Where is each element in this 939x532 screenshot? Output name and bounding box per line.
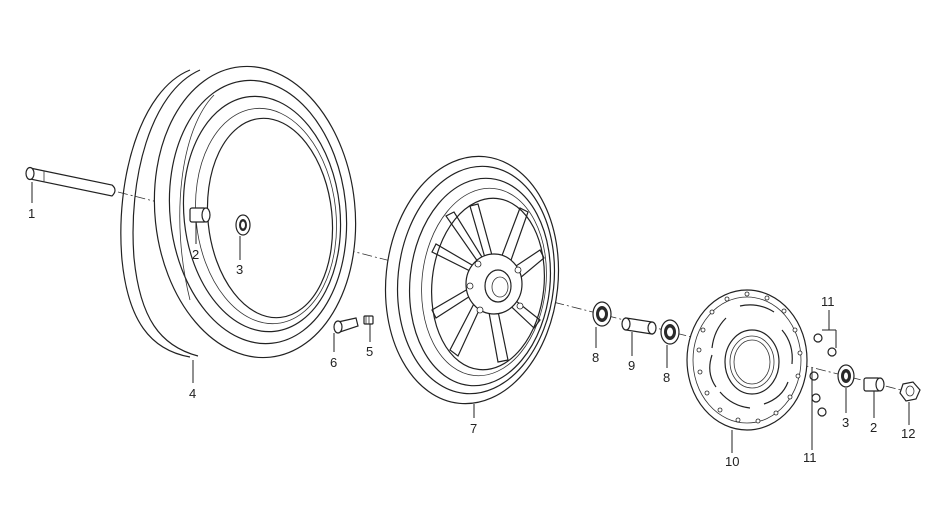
callout-5: 5 — [366, 344, 373, 359]
disc-bolts-part — [809, 333, 837, 417]
brake-disc-part — [686, 289, 808, 431]
callout-7: 7 — [470, 421, 477, 436]
callout-2-left: 2 — [192, 247, 199, 262]
spacer-tube-part — [621, 317, 657, 335]
callout-labels: 1 2 3 4 5 6 7 8 9 8 10 11 11 3 2 12 — [28, 206, 915, 469]
callout-11-top: 11 — [821, 294, 835, 309]
valve-part — [333, 317, 359, 334]
callout-10: 10 — [725, 454, 739, 469]
axle-nut-part — [899, 381, 921, 402]
spacer-right-part — [863, 377, 885, 392]
callout-9: 9 — [628, 358, 635, 373]
valve-cap-part — [363, 315, 374, 325]
tire-part — [120, 65, 357, 359]
callout-4: 4 — [189, 386, 196, 401]
spacer-left-part — [189, 207, 211, 223]
leader-lines — [31, 182, 910, 453]
rim-part — [384, 155, 560, 405]
callout-12: 12 — [901, 426, 915, 441]
callout-8-left: 8 — [592, 350, 599, 365]
bearing-right-part — [660, 319, 680, 345]
seal-right-part — [837, 364, 855, 388]
callout-3-right: 3 — [842, 415, 849, 430]
seal-left-part — [235, 214, 251, 236]
callout-1: 1 — [28, 206, 35, 221]
callout-6: 6 — [330, 355, 337, 370]
callout-8-right: 8 — [663, 370, 670, 385]
callout-11-bottom: 11 — [803, 450, 817, 465]
callout-3-left: 3 — [236, 262, 243, 277]
callout-2-right: 2 — [870, 420, 877, 435]
axle-part — [25, 166, 116, 197]
bearing-left-part — [592, 301, 612, 327]
